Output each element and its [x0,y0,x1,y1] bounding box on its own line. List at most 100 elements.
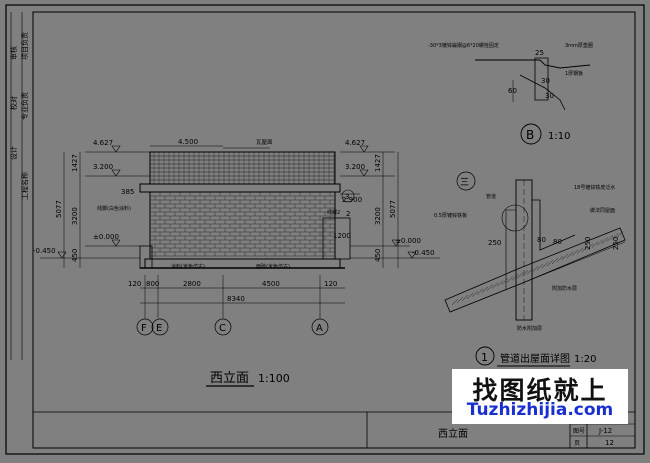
level-mark [57,251,67,259]
hatch-line [531,266,539,273]
dim-label: 4500 [262,280,280,288]
hatch-line [606,235,614,242]
level-label: 2.900 [342,196,362,204]
stamp-text: 专业负责 [20,92,29,120]
detail-bubble [520,123,542,145]
axis-label: A [316,323,323,334]
stamp-text: 工程名称 [20,172,29,200]
dim-label: 120 [324,280,337,288]
detail-bubble [475,346,495,366]
dim-label: 450 [71,249,79,262]
detail-number: 1 [481,351,488,364]
note: 3mm厚垫圈 [565,42,593,49]
axis-label: E [156,323,162,334]
dim-label: 80 [537,236,546,244]
detail-callout [501,204,529,232]
axis-label: C [219,323,226,334]
brick-hatch [149,192,335,257]
detail-letter: B [526,128,534,142]
note: 防水附加层 [517,325,542,332]
axis-label: F [141,323,147,334]
dim-label: 385 [121,188,134,196]
stamp-text: 设计 [9,146,18,160]
dim-label: 800 [146,280,159,288]
outer-frame [5,4,645,455]
watermark-url: Tuzhizhijia.com [466,400,614,420]
tb-field: J-12 [598,427,612,435]
flashing-line [475,59,591,69]
detail-scale: 1:10 [548,131,570,142]
note: 18号镀锌铁皮泛水 [574,184,615,191]
dim-label: 60 [508,87,517,95]
hatch-line [461,294,469,302]
dim-label: 250 [612,237,620,250]
level-mark [407,251,417,259]
tb-drawing-name: 西立面 [438,427,468,440]
dim-label: 80 [553,238,562,246]
level-label: 4.627 [93,139,113,147]
level-mark [111,145,121,153]
hatch-line [591,241,599,248]
brick-wall [149,191,336,260]
dim-label: 30 [545,92,554,100]
hatch-line [471,290,479,297]
dim-label: 30 [541,77,550,85]
level-mark [359,169,369,177]
inner-frame [32,11,636,449]
watermark-badge: 找图纸就上 Tuzhizhijia.com [452,369,628,424]
hatch-line [511,274,519,281]
hatch-line [611,233,619,240]
hatch-line [576,247,584,254]
level-label: -0.450 [412,249,435,257]
hatch-line [536,264,544,271]
dim-label: 1427 [71,154,79,172]
hatch-line [566,251,574,258]
level-label: 4.627 [345,139,365,147]
watermark-text: 找图纸就上 [472,376,608,405]
stamp-text: 校对 [9,96,18,110]
note: 0.5厚镀锌铁板 [434,212,467,219]
hatch-line [546,259,554,267]
eave-band [139,183,341,193]
hatch-line [581,245,589,252]
note: 瓦屋面 [256,139,273,146]
dim-label: 4.500 [178,138,198,146]
dim-label: 1200 [333,232,351,240]
dim-label: 2800 [183,280,201,288]
level-label: ±0.000 [395,237,421,245]
dim-label: 5077 [389,200,397,218]
level-mark [111,169,121,177]
hatch-line [506,276,514,283]
slope-line [519,74,566,111]
axis-bubble [136,318,154,336]
roof-hatch [451,231,624,306]
west-elevation: 4.627 3.200 ±0.000 -0.450 5077 1427 3200… [33,138,440,387]
sub-label: 三 [460,178,469,188]
detail-scale: 1:20 [574,354,596,365]
dim-label: 250 [584,237,592,250]
hatch-line [456,296,464,304]
hatch-line [541,261,549,269]
roof-layer [449,241,626,313]
hatch-line [556,255,564,263]
roof-slope [444,227,626,313]
note: -30*3镀锌扁钢@6*20螺栓固定 [428,42,499,49]
dim-label: 3200 [71,207,79,225]
steel-plate [534,57,549,101]
axis-bubble [311,318,329,336]
note: 线脚(白色涂料) [97,205,131,212]
hatch-line [486,284,494,291]
tb-field: 图号 [573,428,585,435]
dim-label: 250 [488,239,501,247]
hatch-line [466,292,474,299]
stamp-text: 审核 [9,46,18,60]
hatch-line [601,237,609,244]
dim-label: 3200 [374,207,382,225]
roof-tile-hatch [150,152,335,184]
hatch-line [516,272,524,279]
axis-bubble [151,318,169,336]
dim-label: 5077 [55,200,63,218]
dim-label: 25 [535,49,544,57]
flashing [532,199,576,251]
detail-title: 管道出屋面详图 [500,352,570,365]
